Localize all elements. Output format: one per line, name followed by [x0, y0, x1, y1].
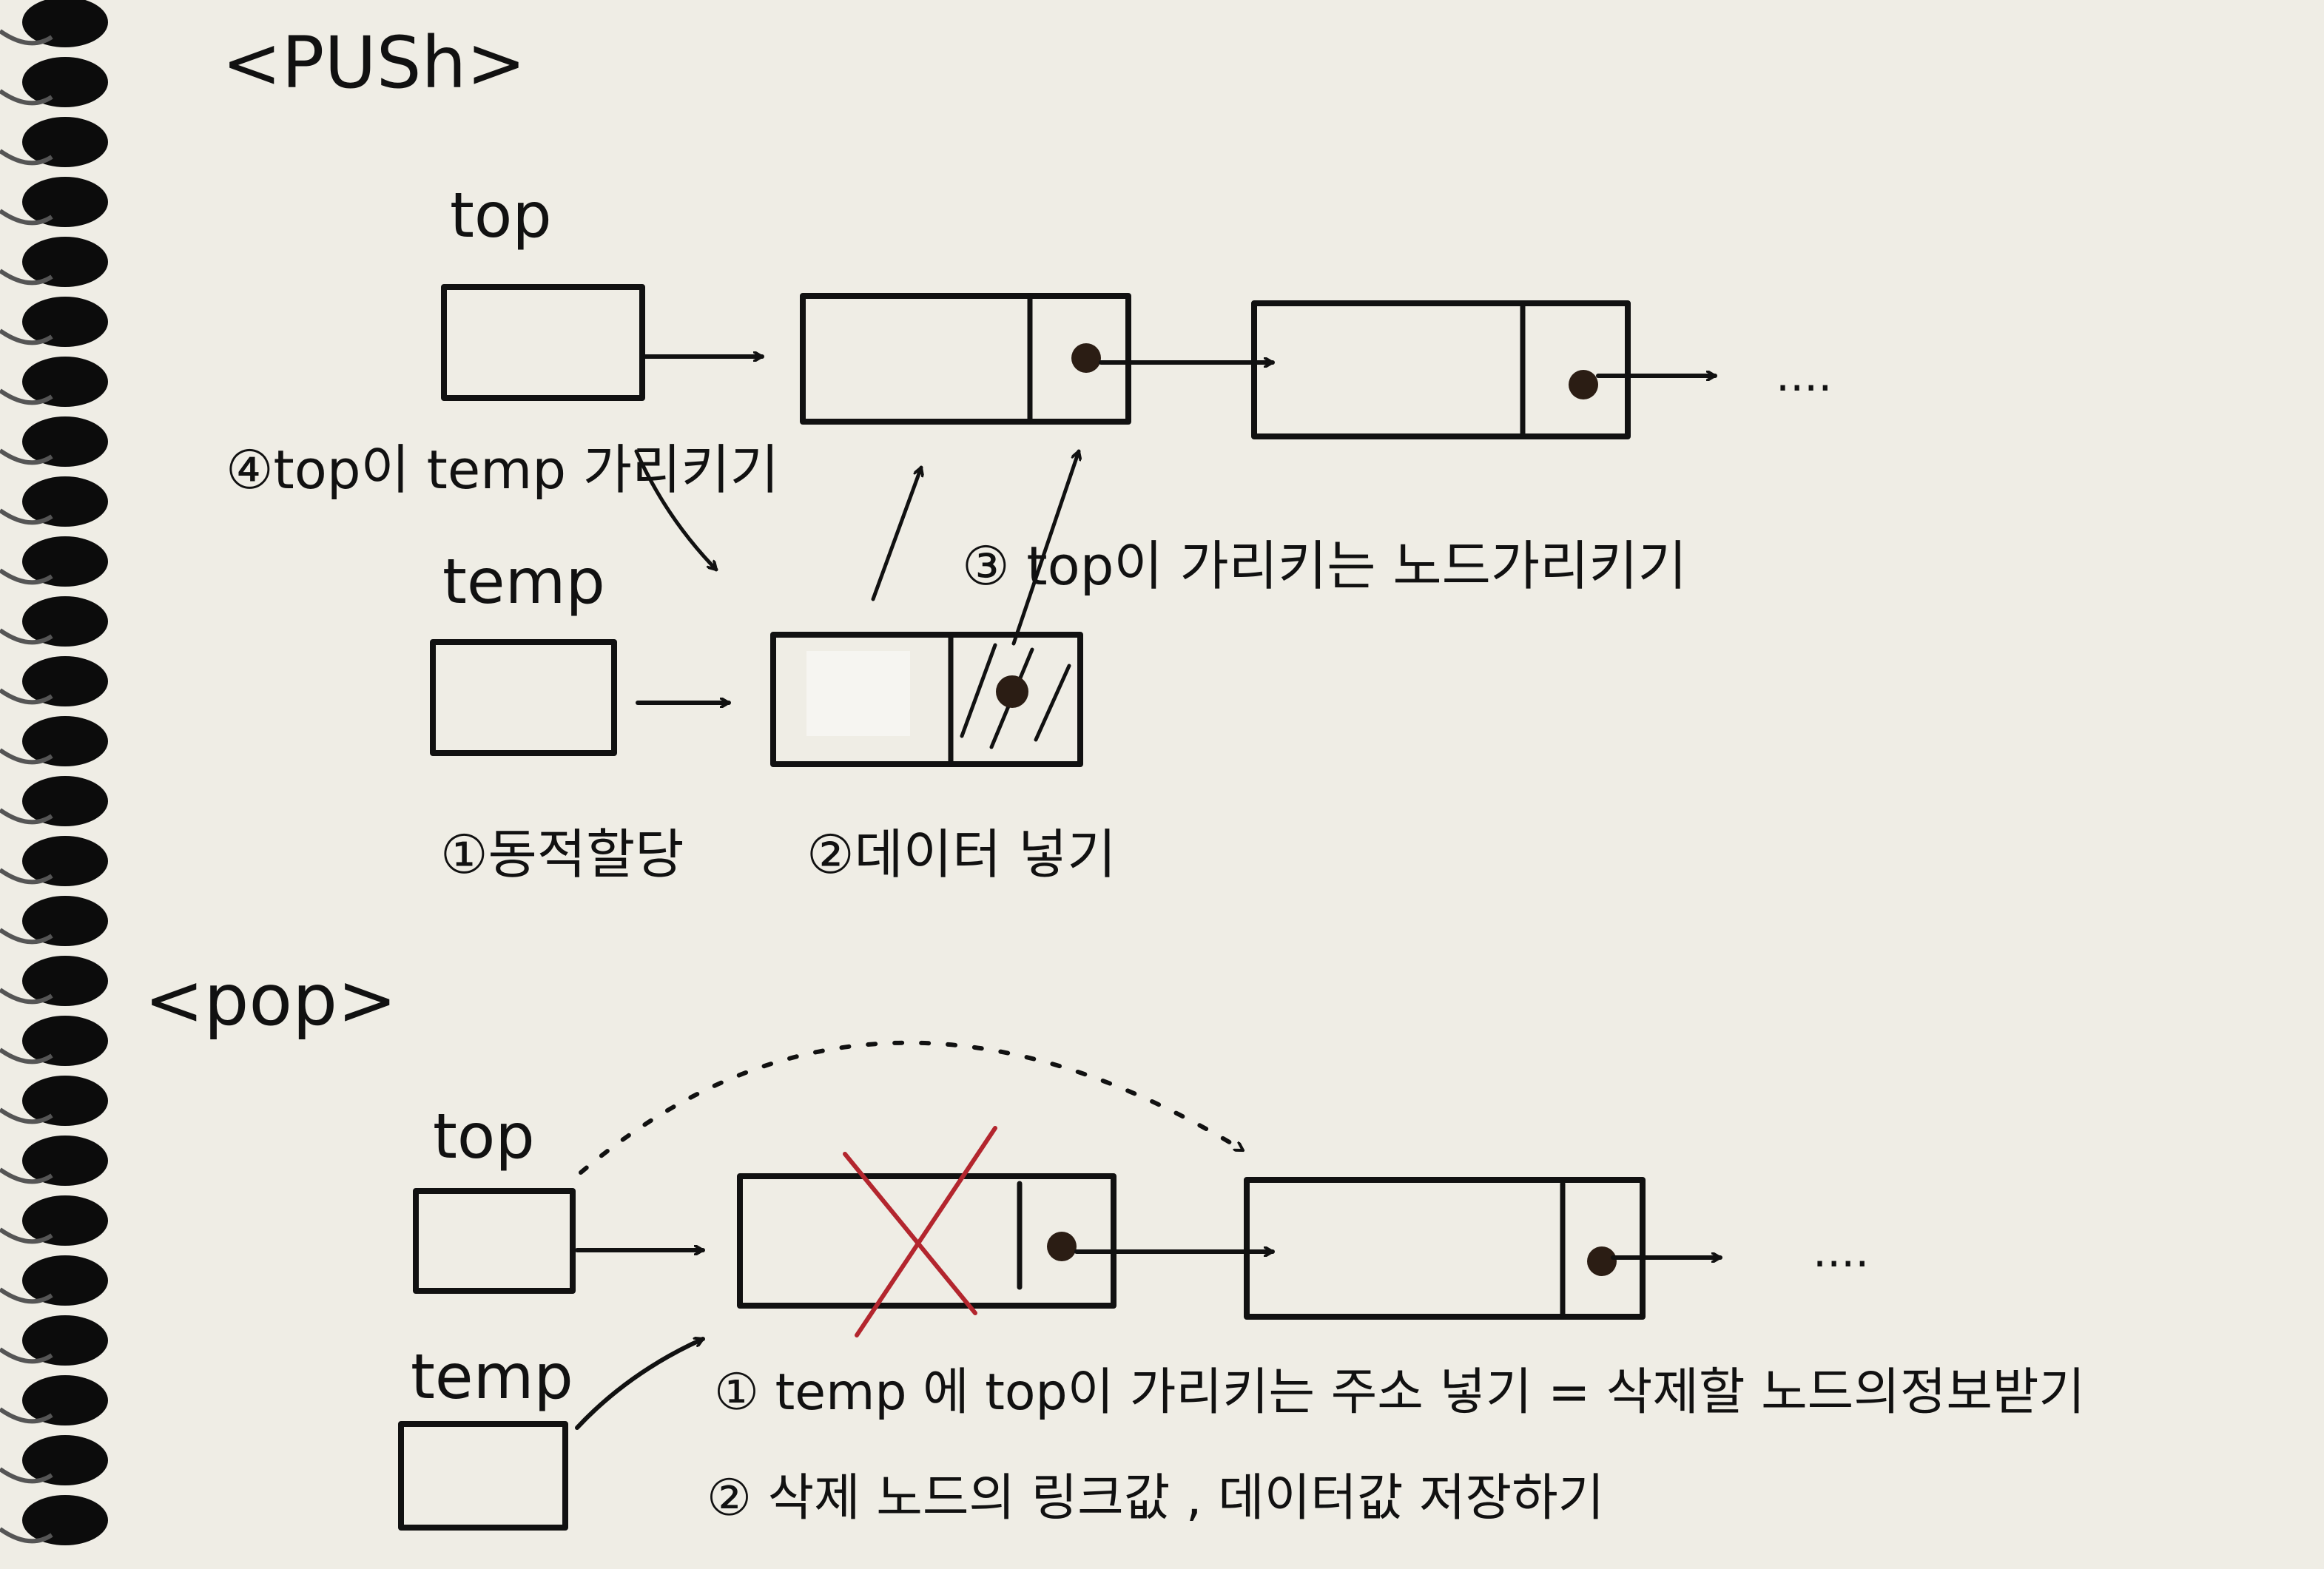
binding-wire-11 — [0, 688, 53, 705]
push-step-1: ①동적할당 — [440, 823, 684, 885]
binding-wire-18 — [0, 1107, 53, 1124]
spiral-binding — [0, 0, 108, 1545]
binding-ring-21 — [22, 1255, 108, 1306]
binding-ring-19 — [22, 1136, 108, 1186]
push-step-3-arrow-a — [871, 468, 921, 601]
binding-wire-13 — [0, 808, 53, 825]
binding-wire-3 — [0, 209, 53, 226]
binding-ring-15 — [22, 896, 108, 946]
binding-wire-20 — [0, 1227, 53, 1244]
push-step-2: ②데이터 넣기 — [806, 823, 1116, 885]
push-node-1 — [800, 293, 1131, 425]
pop-step-1: ① temp 에 top이 가리키는 주소 넣기 = 삭제할 노드의정보받기 — [714, 1363, 2085, 1422]
binding-ring-23 — [22, 1375, 108, 1425]
push-node-1-link-dot — [1071, 343, 1101, 373]
binding-wire-19 — [0, 1167, 53, 1184]
binding-wire-10 — [0, 628, 53, 645]
pop-temp-label: temp — [411, 1340, 573, 1413]
binding-wire-21 — [0, 1287, 53, 1304]
binding-ring-11 — [22, 656, 108, 706]
binding-wire-2 — [0, 149, 53, 166]
binding-ring-8 — [22, 476, 108, 527]
binding-ring-25 — [22, 1495, 108, 1545]
binding-wire-16 — [0, 988, 53, 1005]
push-top-label: top — [450, 179, 552, 252]
binding-ring-9 — [22, 536, 108, 587]
binding-wire-24 — [0, 1467, 53, 1484]
pop-dotted-curve-arrow — [579, 1040, 1243, 1175]
binding-ring-14 — [22, 836, 108, 886]
pop-temp-arrow — [575, 1339, 703, 1430]
pop-trailing-dots: .... — [1813, 1226, 1869, 1278]
push-step-4-arrow — [634, 449, 716, 570]
pop-step-2: ② 삭제 노드의 링크값 , 데이터값 저장하기 — [707, 1469, 1604, 1528]
binding-ring-4 — [22, 237, 108, 287]
binding-ring-0 — [22, 0, 108, 47]
binding-wire-4 — [0, 269, 53, 286]
push-temp-box — [430, 639, 617, 756]
binding-ring-20 — [22, 1195, 108, 1246]
binding-ring-24 — [22, 1435, 108, 1485]
push-heading: <PUSh> — [222, 21, 526, 104]
binding-ring-12 — [22, 716, 108, 766]
binding-wire-25 — [0, 1527, 53, 1544]
binding-wire-5 — [0, 328, 53, 345]
binding-ring-7 — [22, 416, 108, 467]
binding-ring-18 — [22, 1076, 108, 1126]
binding-wire-8 — [0, 508, 53, 525]
push-trailing-dots: .... — [1776, 350, 1832, 402]
binding-wire-9 — [0, 568, 53, 585]
binding-wire-17 — [0, 1047, 53, 1064]
binding-wire-14 — [0, 868, 53, 885]
push-new-node-data-blank — [806, 651, 910, 736]
push-node-2-link-dot — [1569, 370, 1598, 399]
binding-wire-7 — [0, 448, 53, 465]
pop-heading: <pop> — [144, 959, 397, 1042]
binding-ring-5 — [22, 297, 108, 347]
push-temp-label: temp — [442, 545, 605, 618]
binding-ring-13 — [22, 776, 108, 826]
push-new-node-link-dot — [996, 675, 1028, 708]
pop-next-node — [1244, 1177, 1646, 1320]
binding-wire-1 — [0, 89, 53, 106]
binding-wire-22 — [0, 1347, 53, 1364]
push-new-node — [770, 632, 1083, 767]
pop-deleted-node-link-dot — [1047, 1232, 1077, 1261]
pop-delete-cross — [843, 1126, 997, 1337]
push-top-box — [441, 284, 645, 401]
pop-top-box — [413, 1188, 576, 1294]
binding-wire-0 — [0, 29, 53, 46]
binding-ring-22 — [22, 1315, 108, 1366]
binding-ring-17 — [22, 1016, 108, 1066]
pop-top-label: top — [433, 1100, 535, 1172]
binding-ring-2 — [22, 117, 108, 167]
pop-next-node-link-dot — [1587, 1246, 1617, 1276]
binding-wire-23 — [0, 1407, 53, 1424]
push-step-3-arrow-b — [1011, 451, 1079, 646]
pop-deleted-node — [737, 1173, 1116, 1309]
binding-ring-3 — [22, 177, 108, 227]
pop-temp-box — [398, 1421, 568, 1531]
binding-ring-1 — [22, 57, 108, 107]
binding-ring-6 — [22, 357, 108, 407]
binding-wire-15 — [0, 928, 53, 945]
push-node-2 — [1251, 300, 1631, 439]
binding-ring-16 — [22, 956, 108, 1006]
push-step-3: ③ top이 가리키는 노드가리키기 — [962, 535, 1687, 597]
binding-wire-6 — [0, 388, 53, 405]
push-step-4: ④top이 temp 가리키기 — [226, 439, 779, 501]
binding-wire-12 — [0, 748, 53, 765]
binding-ring-10 — [22, 596, 108, 647]
